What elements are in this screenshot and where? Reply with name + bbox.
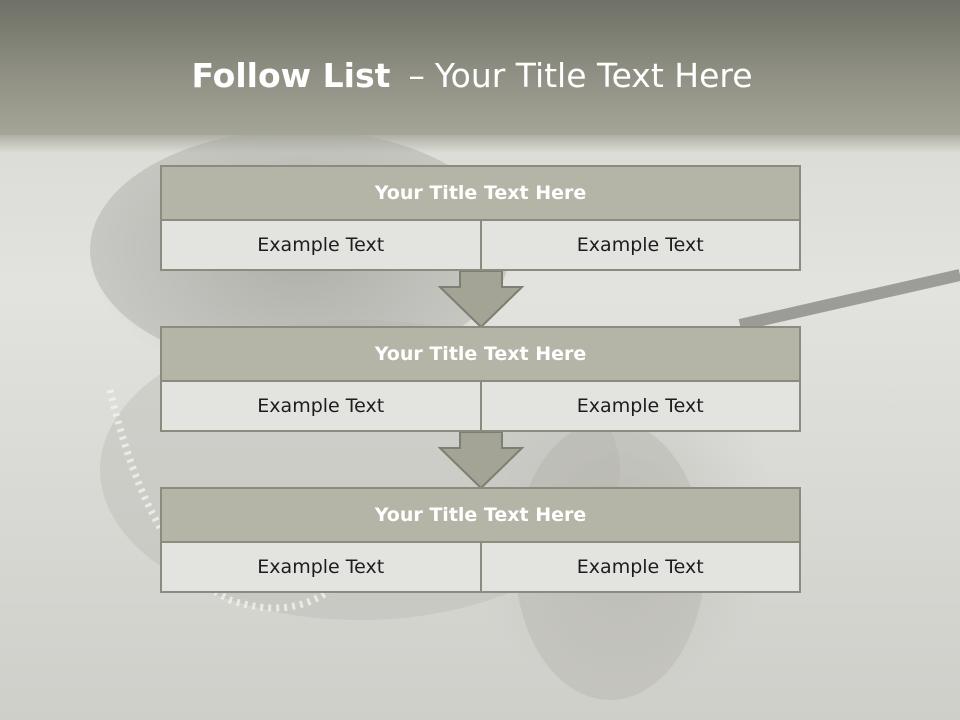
step-cell-right: Example Text [481,382,801,432]
title-band [0,0,960,153]
down-arrow-icon [438,432,524,490]
step-block-2: Your Title Text Here Example Text Exampl… [160,326,801,432]
step-cell-left: Example Text [160,221,482,271]
step-cell-right: Example Text [481,221,801,271]
step-title: Your Title Text Here [160,165,801,221]
step-block-1: Your Title Text Here Example Text Exampl… [160,165,801,271]
step-title: Your Title Text Here [160,326,801,382]
step-cell-right: Example Text [481,543,801,593]
title-dash: – [408,56,425,95]
step-block-3: Your Title Text Here Example Text Exampl… [160,487,801,593]
title-rest: Your Title Text Here [434,56,753,95]
step-row: Example Text Example Text [160,221,801,271]
step-cell-left: Example Text [160,382,482,432]
step-row: Example Text Example Text [160,543,801,593]
title-bold: Follow List [191,56,391,95]
step-cell-left: Example Text [160,543,482,593]
step-row: Example Text Example Text [160,382,801,432]
down-arrow-icon [438,271,524,329]
step-title: Your Title Text Here [160,487,801,543]
slide-title: Follow List–Your Title Text Here [0,56,944,96]
